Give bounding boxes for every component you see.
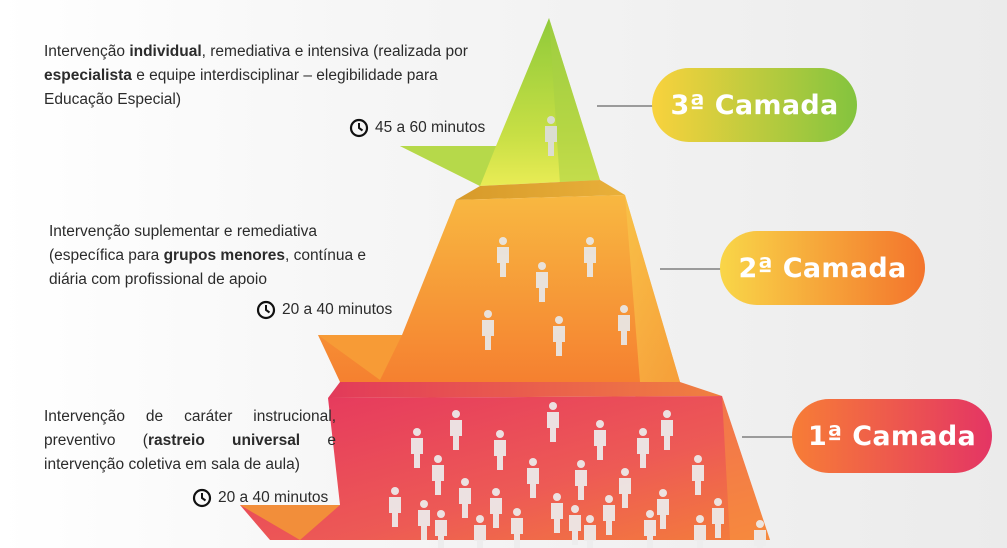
person-icon xyxy=(432,455,444,495)
person-icon xyxy=(547,402,559,442)
person-icon xyxy=(482,310,494,350)
person-icon xyxy=(551,493,563,533)
tier-1-description: Intervenção de caráter instrucional, pre… xyxy=(44,405,336,477)
tier-1-label-pill: 1ª Camada xyxy=(792,399,992,473)
tier-2-label: 2ª Camada xyxy=(738,252,907,284)
person-icon xyxy=(389,487,401,527)
person-icon xyxy=(553,316,565,356)
tier-3-right-shade xyxy=(549,18,600,184)
person-icon xyxy=(575,460,587,500)
person-icon xyxy=(584,515,596,548)
person-icon xyxy=(527,458,539,498)
people-icons xyxy=(389,116,766,548)
tier-3-label-pill: 3ª Camada xyxy=(652,68,857,142)
person-icon xyxy=(497,237,509,277)
person-icon xyxy=(618,305,630,345)
person-icon xyxy=(450,410,462,450)
person-icon xyxy=(692,455,704,495)
tier-3-base-band xyxy=(456,180,625,200)
person-icon xyxy=(644,510,656,548)
person-icon xyxy=(536,262,548,302)
person-icon xyxy=(637,428,649,468)
tier-1-right-light xyxy=(722,396,770,540)
person-icon xyxy=(435,510,447,548)
tier-3-label: 3ª Camada xyxy=(670,89,839,121)
description-text: Intervenção de caráter instrucional, pre… xyxy=(44,408,336,449)
tier-1-label: 1ª Camada xyxy=(807,420,977,452)
person-icon xyxy=(694,515,706,548)
tier-2-duration-text: 20 a 40 minutos xyxy=(282,301,393,318)
person-icon xyxy=(712,498,724,538)
tier-1-duration-text: 20 a 40 minutos xyxy=(218,489,329,506)
description-text: Intervenção suplementar e remediativa (e… xyxy=(49,223,317,264)
description-text: , contínua e diária com profissional de … xyxy=(49,247,367,288)
description-text: , remediativa e intensiva (realizada por xyxy=(201,43,468,60)
emphasis-text: individual xyxy=(129,43,202,60)
tier-2-base-band xyxy=(328,382,722,398)
person-icon xyxy=(545,116,557,156)
person-icon xyxy=(603,495,615,535)
person-icon xyxy=(411,428,423,468)
description-text: e equipe interdisciplinar – elegibilidad… xyxy=(44,67,438,108)
tier-2-label-pill: 2ª Camada xyxy=(720,231,925,305)
tier-1-face xyxy=(240,396,770,540)
tier-3-left-flap xyxy=(400,146,496,186)
clock-icon xyxy=(349,118,369,138)
person-icon xyxy=(459,478,471,518)
clock-icon xyxy=(192,488,212,508)
tier-1-left-flap xyxy=(240,505,340,540)
person-icon xyxy=(594,420,606,460)
tier-2-duration: 20 a 40 minutos xyxy=(256,300,392,320)
description-text: e intervenção coletiva em sala de aula) xyxy=(44,432,336,473)
person-icon xyxy=(418,500,430,540)
tier-3-description: Intervenção individual, remediativa e in… xyxy=(44,40,504,112)
tier-3-duration: 45 a 60 minutos xyxy=(349,118,485,138)
person-icon xyxy=(494,430,506,470)
person-icon xyxy=(490,488,502,528)
tier-2-right-light xyxy=(625,195,680,382)
clock-icon xyxy=(256,300,276,320)
person-icon xyxy=(584,237,596,277)
tier-2-description: Intervenção suplementar e remediativa (e… xyxy=(49,220,394,292)
tier-3-connector xyxy=(597,105,657,107)
description-text: Intervenção xyxy=(44,43,130,60)
emphasis-text: especialista xyxy=(44,67,132,84)
tier-3-duration-text: 45 a 60 minutos xyxy=(375,119,486,136)
emphasis-text: rastreio universal xyxy=(147,432,301,449)
person-icon xyxy=(569,505,581,545)
emphasis-text: grupos menores xyxy=(163,247,286,264)
person-icon xyxy=(657,489,669,529)
tier-1-duration: 20 a 40 minutos xyxy=(192,488,328,508)
person-icon xyxy=(511,508,523,548)
person-icon xyxy=(754,520,766,548)
tier-1-connector xyxy=(742,436,797,438)
tier-2-connector xyxy=(660,268,725,270)
person-icon xyxy=(474,515,486,548)
person-icon xyxy=(619,468,631,508)
tier-2-left-flap xyxy=(318,335,402,380)
person-icon xyxy=(661,410,673,450)
